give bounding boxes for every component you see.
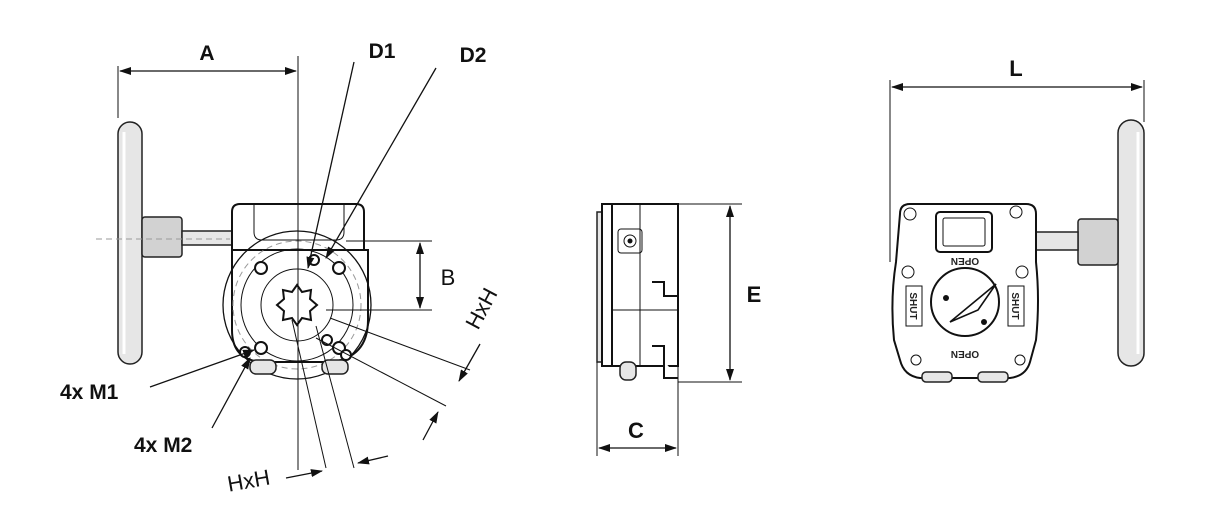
leader-D2: [325, 67, 437, 259]
flange-inner: [240, 248, 354, 362]
leader-D1: [306, 61, 355, 269]
handwheel-hub-left: [141, 216, 183, 258]
label-C: C: [628, 418, 644, 443]
dim-HxH-bottom-b: [357, 455, 389, 465]
handwheel-left: [117, 121, 143, 365]
input-shaft-right: [1031, 231, 1079, 251]
position-dial: [930, 267, 1000, 337]
splined-bore: [275, 283, 319, 327]
label-B: B: [441, 265, 456, 290]
label-M2: 4x M2: [134, 434, 192, 457]
label-open-top: OPEN: [951, 255, 979, 266]
leader-M2: [211, 357, 251, 429]
side-view: E C: [596, 203, 762, 456]
side-housing: [611, 203, 679, 367]
flange-dashed: [232, 240, 362, 370]
label-E: E: [747, 282, 762, 307]
label-D2: D2: [460, 44, 487, 67]
label-D1: D1: [369, 40, 396, 63]
flange-outline: [222, 230, 372, 380]
input-shaft-left: [181, 230, 235, 246]
label-shut-left: SHUT: [907, 292, 918, 319]
label-HxH-right: HxH: [460, 284, 502, 334]
label-HxH-bottom: HxH: [225, 465, 271, 497]
position-arrow: [949, 283, 997, 323]
dim-HxH-right-b: [422, 411, 439, 441]
label-M1: 4x M1: [60, 381, 119, 404]
handwheel-right: [1117, 119, 1145, 367]
leader-M1: [149, 349, 255, 388]
label-open-bottom: OPEN: [951, 348, 979, 359]
indicator-view: OPEN OPEN SHUT SHUT L: [889, 56, 1145, 383]
dim-HxH-right-a: [458, 343, 481, 382]
label-shut-right: SHUT: [1009, 292, 1020, 319]
handwheel-hub-right: [1077, 218, 1119, 266]
front-view: A D1 D2 B HxH HxH 4x M1 4x M2: [60, 40, 502, 497]
dim-HxH-bottom-a: [285, 469, 323, 479]
label-A: A: [199, 42, 214, 65]
label-L: L: [1009, 56, 1022, 81]
